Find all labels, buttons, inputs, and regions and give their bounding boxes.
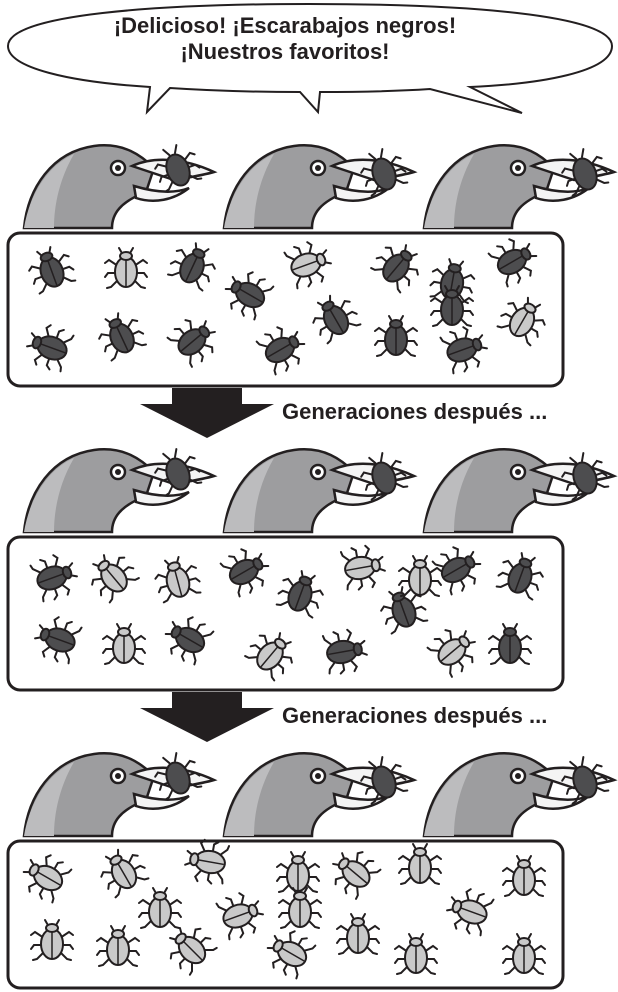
bird-group-1 xyxy=(24,145,614,228)
generations-later-label-2: Generaciones después ... xyxy=(282,703,547,729)
bird-group-3 xyxy=(24,753,614,836)
down-arrow-icon xyxy=(140,692,274,742)
bird-group-2 xyxy=(24,449,614,532)
generations-later-label-1: Generaciones después ... xyxy=(282,399,547,425)
speech-line-1: ¡Delicioso! ¡Escarabajos negros! xyxy=(40,14,530,38)
speech-line-2: ¡Nuestros favoritos! xyxy=(40,40,530,64)
population-box-2 xyxy=(8,537,563,690)
down-arrow-icon xyxy=(140,388,274,438)
